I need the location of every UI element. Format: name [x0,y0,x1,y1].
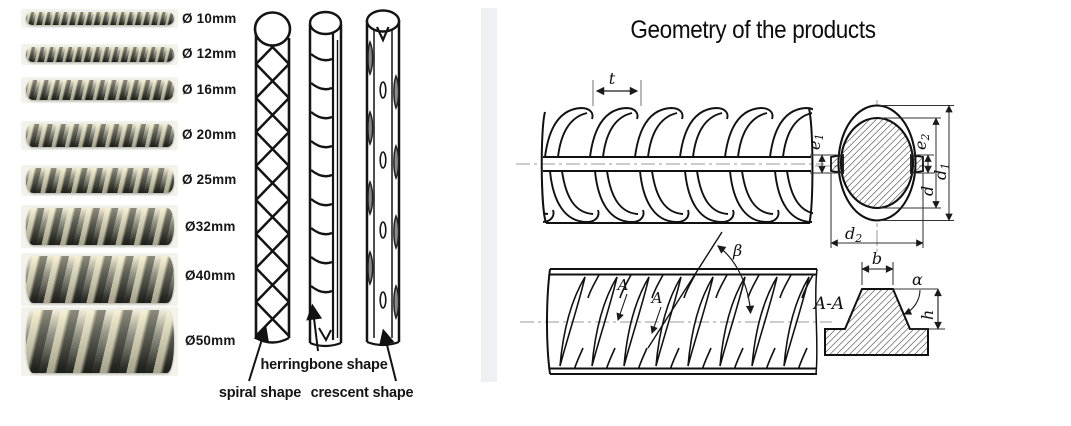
rebar-photo-50mm [26,310,174,373]
herringbone-leader-arrow [306,303,323,352]
diameter-label-12mm: Ø 12mm [182,46,237,61]
rebar-photo-25mm [26,168,174,193]
spiral-leader-arrow [248,325,270,382]
rebar-photo-10mm [26,12,174,25]
section-marks: A A [616,276,663,335]
dimension-t: t [592,69,642,106]
dim-label-e2: e2 [911,134,932,150]
rib-profile-drawing: A-A b α h [812,249,945,356]
crescent-shape-drawing [365,9,401,347]
angle-beta: β [647,231,755,349]
rebar-photo-32mm [26,208,174,245]
dim-label-beta: β [732,241,742,260]
rebar-photo-12mm [26,47,174,62]
diameter-label-25mm: Ø 25mm [182,172,237,187]
dim-label-d1: d1 [931,163,952,180]
section-mark-a2: A [650,289,663,307]
diameter-label-32mm: Ø32mm [185,219,236,234]
side-view-drawing: t [516,69,824,224]
herringbone-shape-drawing [308,10,343,348]
rebar-photo-20mm [26,124,174,147]
dim-label-section: A-A [812,294,844,314]
dimension-b: b [861,249,894,285]
diameter-label-10mm: Ø 10mm [182,11,237,26]
dim-label-b: b [872,249,882,268]
section-mark-a1: A [616,276,629,294]
rebar-photo-40mm [26,256,174,303]
dim-label-d2: d2 [845,224,862,245]
dim-label-alpha: α [912,270,923,289]
diameter-label-20mm: Ø 20mm [182,127,237,142]
herringbone-shape-label: herringbone shape [260,357,387,373]
spiral-shape-drawing [253,11,292,344]
spiral-shape-label: spiral shape [219,385,301,401]
dim-label-h: h [918,310,937,320]
dim-label-d: d [918,186,937,196]
dimension-h: h [910,288,945,330]
plan-view-drawing: β A A [520,231,832,375]
panel-divider [481,8,497,382]
dim-label-t: t [609,69,616,88]
dim-label-e1: e1 [805,134,826,150]
diameter-label-16mm: Ø 16mm [182,82,237,97]
geometry-title: Geometry of the products [630,16,876,44]
diameter-label-50mm: Ø50mm [185,333,236,348]
cross-section-drawing: e1 e2 d d1 d2 [805,100,954,252]
crescent-shape-label: crescent shape [311,385,414,401]
angle-alpha: α [893,270,938,315]
crescent-leader-arrow [379,328,397,382]
rebar-photo-16mm [26,80,174,100]
diameter-label-40mm: Ø40mm [185,268,236,283]
